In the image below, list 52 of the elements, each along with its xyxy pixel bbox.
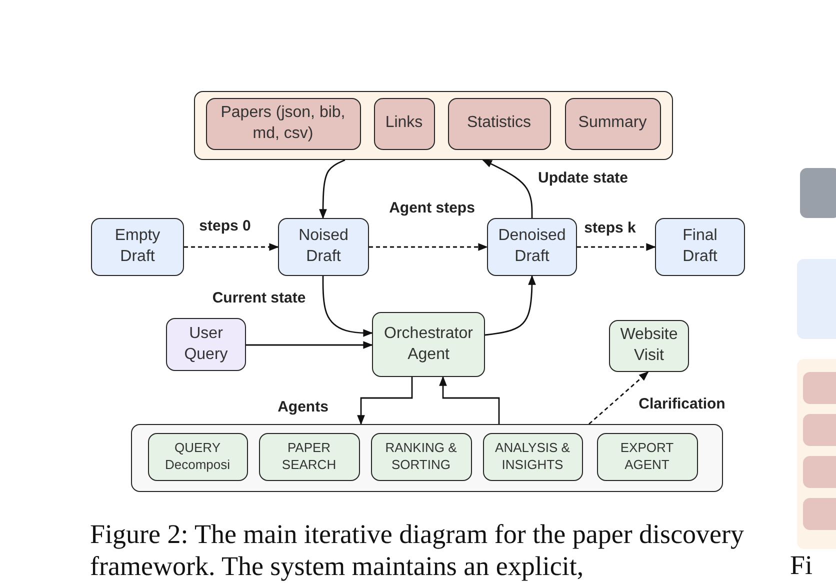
agent-box <box>372 312 485 377</box>
arrow <box>319 159 346 219</box>
arrow <box>246 341 373 349</box>
arrow <box>439 376 500 424</box>
draft-box <box>655 218 745 276</box>
arrow <box>322 276 373 337</box>
node-label: Summary <box>578 113 647 134</box>
state-item-box <box>448 98 550 150</box>
node-label: PAPER SEARCH <box>280 440 338 474</box>
state-container <box>194 91 673 160</box>
arrow <box>184 243 279 251</box>
input-box <box>166 318 246 371</box>
edge-label: Update state <box>536 170 630 186</box>
state-item-box <box>564 98 660 150</box>
arrow <box>482 159 533 218</box>
edge-label: steps k <box>582 220 638 236</box>
arrow <box>577 243 656 251</box>
node-label: Statistics <box>466 113 531 134</box>
agent-box <box>148 432 248 480</box>
agent-box <box>370 432 472 480</box>
arrow <box>369 243 488 251</box>
agent-box <box>482 432 582 480</box>
figure-caption: Figure 2: The main iterative diagram for the paper discovery framework. The system maintains an explicit, <box>90 518 746 582</box>
node-label: Orchestrator Agent <box>383 324 474 364</box>
draft-box <box>487 218 577 276</box>
arrow <box>484 275 536 336</box>
node-label: Empty Draft <box>114 226 160 267</box>
node-label: Website Visit <box>619 325 679 366</box>
node-label: Final Draft <box>682 226 718 267</box>
edge-label: Agents <box>276 398 330 416</box>
node-label: ANALYSIS & INSIGHTS <box>494 440 571 474</box>
node-label: RANKING & SORTING <box>384 440 458 474</box>
edge-label: steps 0 <box>197 218 253 234</box>
node-label: Denoised Draft <box>498 226 566 267</box>
agent-box <box>258 432 360 480</box>
state-item-box <box>374 98 434 150</box>
arrow <box>357 377 413 425</box>
agent-box <box>609 320 689 372</box>
node-label: Links <box>385 113 423 134</box>
node-label: Noised Draft <box>298 226 348 267</box>
edge-label: Agent steps <box>387 200 477 216</box>
text-label: Fi <box>790 550 813 581</box>
node-label: QUERY Decomposi <box>164 440 232 474</box>
agent-box <box>596 432 698 480</box>
arrow <box>588 371 649 425</box>
node-label: User Query <box>183 324 229 364</box>
draft-box <box>278 218 369 276</box>
draft-box <box>91 218 184 276</box>
agents-container <box>131 424 723 492</box>
state-item-box <box>206 98 360 150</box>
node-label: Papers (json, bib, md, csv) <box>220 102 346 144</box>
node-label: EXPORT AGENT <box>619 440 675 474</box>
